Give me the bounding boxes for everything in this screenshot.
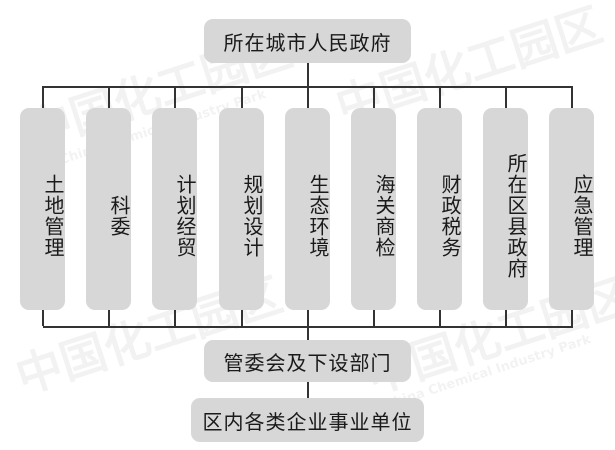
middle-stem-line xyxy=(306,326,309,340)
city-government-label: 所在城市人民政府 xyxy=(223,30,392,55)
rise-line xyxy=(571,310,573,326)
rise-line xyxy=(307,310,309,326)
drop-line xyxy=(439,86,441,108)
department-box: 计划经贸 xyxy=(152,108,197,310)
rise-line xyxy=(241,310,243,326)
department-box: 生态环境 xyxy=(285,108,330,310)
drop-line xyxy=(241,86,243,108)
drop-line xyxy=(373,86,375,108)
top-stem-line xyxy=(306,63,309,86)
rise-line xyxy=(108,310,110,326)
lower-stem-line xyxy=(306,382,309,398)
rise-line xyxy=(505,310,507,326)
drop-line xyxy=(108,86,110,108)
management-committee-box: 管委会及下设部门 xyxy=(204,340,411,382)
city-government-box: 所在城市人民政府 xyxy=(204,19,411,63)
drop-line xyxy=(505,86,507,108)
department-box: 所在区县政府 xyxy=(483,108,528,310)
department-box: 财政税务 xyxy=(417,108,462,310)
enterprises-label: 区内各类企业事业单位 xyxy=(202,409,413,434)
drop-line xyxy=(174,86,176,108)
rise-line xyxy=(439,310,441,326)
department-box: 科委 xyxy=(86,108,131,310)
enterprises-box: 区内各类企业事业单位 xyxy=(191,398,424,442)
department-box: 规划设计 xyxy=(219,108,264,310)
rise-line xyxy=(174,310,176,326)
department-box: 海关商检 xyxy=(351,108,396,310)
department-box: 应急管理 xyxy=(549,108,594,310)
drop-line xyxy=(571,86,573,108)
drop-line xyxy=(42,86,44,108)
management-committee-label: 管委会及下设部门 xyxy=(223,350,392,375)
department-box: 土地管理 xyxy=(20,108,65,310)
rise-line xyxy=(373,310,375,326)
rise-line xyxy=(42,310,44,326)
drop-line xyxy=(307,86,309,108)
